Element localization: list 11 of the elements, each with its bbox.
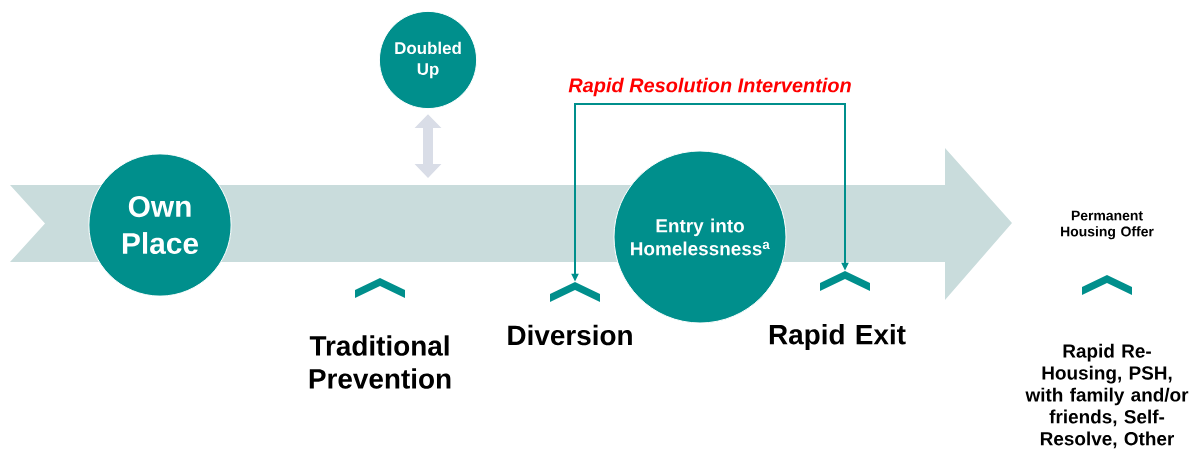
label-text: Permanent Housing Offer — [1061, 210, 1154, 240]
chevron-marker — [355, 278, 405, 298]
stage-label: Traditional Prevention — [309, 335, 451, 389]
edge-label: Rapid Resolution Intervention — [568, 77, 851, 97]
outcome-text: Rapid Re-Housing, PSH, with family and/or friends, Self-Resolve, Other — [1025, 343, 1189, 449]
double-arrow — [414, 114, 442, 178]
stage-label: Rapid Exit — [769, 324, 906, 350]
stage-label: Diversion — [508, 324, 632, 346]
chevron-marker — [550, 282, 600, 302]
chevron-marker — [1082, 275, 1132, 295]
chevron-marker — [820, 271, 870, 291]
